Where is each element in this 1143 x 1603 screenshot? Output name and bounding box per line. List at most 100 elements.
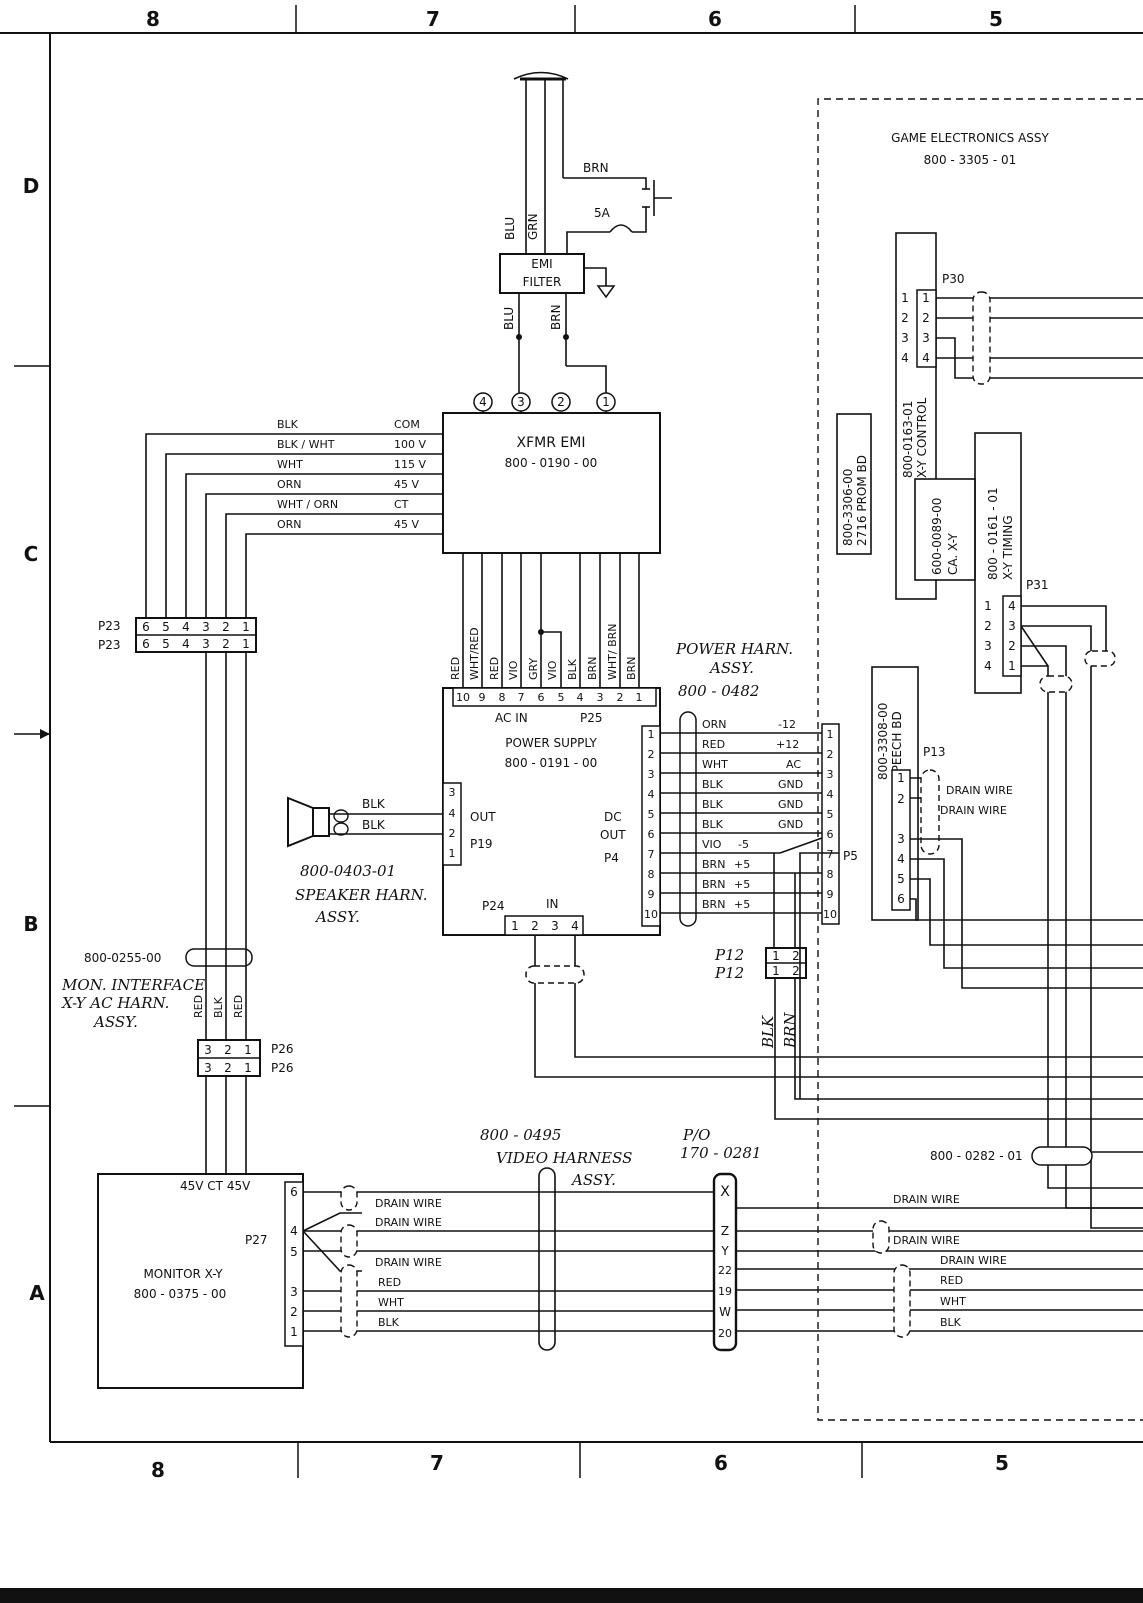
zone-col-top-6: 6	[708, 7, 722, 31]
mon-ac-harness-title-2: X-Y AC HARN.	[61, 994, 169, 1012]
svg-text:RED: RED	[702, 738, 725, 751]
svg-text:1: 1	[242, 637, 250, 651]
svg-text:BRN: BRN	[702, 898, 725, 911]
video-cable-part: 800 - 0282 - 01	[930, 1149, 1023, 1163]
svg-text:BLK: BLK	[702, 798, 724, 811]
tap-label-1: COM	[394, 418, 420, 431]
power-harness-title-2: ASSY.	[708, 659, 754, 677]
video-harness-assy: ASSY.	[570, 1171, 616, 1189]
mon-ac-harness-part: 800-0255-00	[84, 951, 161, 965]
svg-text:2: 2	[792, 964, 800, 978]
svg-text:2: 2	[897, 792, 905, 806]
p23-label-bottom: P23	[98, 638, 121, 652]
p24-label: P24	[482, 899, 505, 913]
svg-text:+5: +5	[734, 878, 750, 891]
svg-text:9: 9	[479, 691, 486, 704]
p13-drain-1: DRAIN WIRE	[946, 784, 1013, 797]
svg-text:6: 6	[827, 828, 834, 841]
svg-text:3: 3	[449, 786, 456, 799]
monitor: 45V CT 45V P27 MONITOR X-Y 800 - 0375 - …	[97, 1173, 304, 1389]
ground-icon	[596, 285, 616, 299]
p25-label: P25	[580, 711, 603, 725]
zone-col-top-5: 5	[989, 7, 1003, 31]
svg-text:2: 2	[224, 1043, 232, 1057]
speech-board-part: 800-3308-00	[876, 703, 890, 780]
svg-text:Z: Z	[721, 1224, 729, 1238]
monitor-ac-labels: 45V CT 45V	[180, 1179, 251, 1193]
p12-label-bottom: P12	[714, 964, 744, 982]
svg-text:ORN: ORN	[702, 718, 727, 731]
svg-text:6: 6	[897, 892, 905, 906]
svg-text:3: 3	[827, 768, 834, 781]
out-wire-8: BRN	[586, 657, 599, 680]
video-harness-title: VIDEO HARNESS	[496, 1149, 632, 1167]
emi-filter-box	[499, 253, 585, 294]
svg-text:1: 1	[648, 728, 655, 741]
ac-plug-icon	[513, 71, 569, 80]
xfmr-box	[442, 412, 661, 554]
p25-header	[452, 687, 657, 707]
svg-text:1: 1	[511, 919, 519, 933]
video-left-wire-4: RED	[378, 1276, 401, 1289]
svg-text:6: 6	[538, 691, 545, 704]
power-supply: 10 9 8 7 6 5 4 3 2 1 AC IN P25 POWER SUP…	[442, 687, 661, 936]
svg-text:4: 4	[827, 788, 834, 801]
svg-text:5: 5	[558, 691, 565, 704]
video-left-wire-3: DRAIN WIRE	[375, 1256, 442, 1269]
mon-ac-wire-2: BLK	[212, 996, 225, 1018]
svg-text:Y: Y	[720, 1244, 729, 1258]
svg-text:2: 2	[224, 1061, 232, 1075]
svg-text:2: 2	[222, 637, 230, 651]
tap-label-2: 100 V	[394, 438, 426, 451]
svg-text:1: 1	[636, 691, 643, 704]
svg-text:4: 4	[449, 807, 456, 820]
zone-row-d: D	[23, 174, 40, 198]
ac-in-label: AC IN	[495, 711, 528, 725]
svg-text:AC: AC	[786, 758, 801, 771]
svg-text:3: 3	[648, 768, 655, 781]
svg-text:1: 1	[901, 291, 909, 305]
svg-text:19: 19	[718, 1285, 732, 1298]
svg-text:6: 6	[142, 637, 150, 651]
svg-text:+12: +12	[776, 738, 799, 751]
svg-text:3: 3	[984, 639, 992, 653]
prom-board	[836, 413, 872, 555]
out-wire-9: WHT/ BRN	[606, 624, 619, 681]
p26-label-bottom: P26	[271, 1061, 294, 1075]
p24-in-label: IN	[546, 897, 559, 911]
svg-text:3: 3	[1008, 619, 1016, 633]
ca-xy-part: 600-0089-00	[930, 498, 944, 575]
game-board-routing	[525, 852, 1143, 1099]
svg-text:1: 1	[897, 771, 905, 785]
xfmr-part: 800 - 0190 - 00	[505, 456, 598, 470]
speaker-harness-part: 800-0403-01	[300, 862, 396, 880]
xy-timing-board	[974, 432, 1022, 694]
svg-text:2: 2	[531, 919, 539, 933]
po-label-2: 170 - 0281	[680, 1144, 761, 1162]
svg-text:4: 4	[577, 691, 584, 704]
game-electronics-title: GAME ELECTRONICS ASSY	[891, 131, 1049, 145]
svg-text:5: 5	[648, 808, 655, 821]
video-harness-part: 800 - 0495	[480, 1126, 561, 1144]
svg-text:4: 4	[182, 620, 190, 634]
svg-text:3: 3	[290, 1285, 298, 1299]
svg-text:4: 4	[182, 637, 190, 651]
mon-ac-wire-3: RED	[232, 995, 245, 1018]
p13-label: P13	[923, 745, 946, 759]
p5-header	[821, 723, 840, 925]
svg-text:4: 4	[290, 1224, 298, 1238]
p13-connector: P13 1 2 3 4 5 6 DRAIN WIRE DRAIN WIRE	[891, 745, 1143, 989]
ca-xy-cable	[914, 478, 976, 581]
filter-wire-blu: BLU	[502, 307, 516, 330]
xy-control-board	[895, 232, 937, 600]
svg-text:-5: -5	[738, 838, 749, 851]
svg-text:6: 6	[648, 828, 655, 841]
speaker-harness-title: SPEAKER HARN.	[295, 886, 428, 904]
svg-text:2: 2	[827, 748, 834, 761]
filter-wire-brn: BRN	[549, 304, 563, 330]
svg-text:9: 9	[648, 888, 655, 901]
svg-text:1: 1	[1008, 659, 1016, 673]
svg-text:BLK: BLK	[702, 818, 724, 831]
harness-tie	[538, 1167, 556, 1351]
svg-text:3: 3	[204, 1061, 212, 1075]
